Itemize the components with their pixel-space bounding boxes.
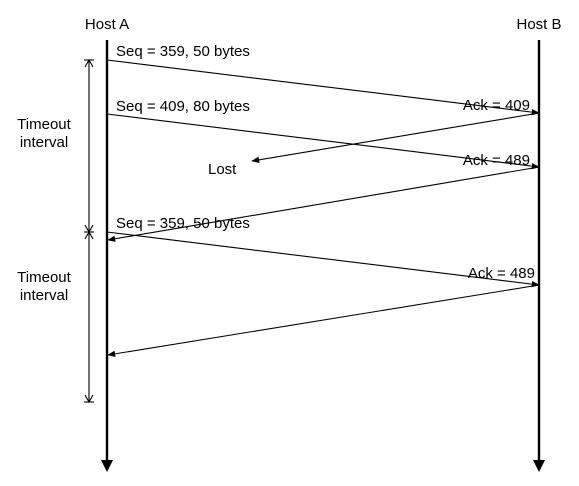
seq-359-label: Seq = 359, 50 bytes <box>116 43 250 60</box>
host-a-timeline-arrowhead <box>101 460 113 472</box>
seq-359-arrow <box>106 59 540 116</box>
timeout-label-2-line1: Timeout <box>17 269 71 286</box>
ack-489-second-label: Ack = 489 <box>468 265 535 282</box>
seq-409-arrow <box>106 113 540 170</box>
ack-409-label: Ack = 409 <box>463 97 530 114</box>
timeout-bracket-1 <box>84 58 94 234</box>
host-a-label: Host A <box>85 16 129 33</box>
seq-359-retransmit-arrow <box>106 231 540 288</box>
ack-489-arrow <box>107 166 540 242</box>
timeout-label-1-line2: interval <box>20 134 68 151</box>
ack-489-label: Ack = 489 <box>463 152 530 169</box>
seq-359-retransmit-label: Seq = 359, 50 bytes <box>116 215 250 232</box>
ack-489-second-arrow <box>107 284 540 358</box>
timeout-bracket-2 <box>84 230 94 404</box>
seq-409-label: Seq = 409, 80 bytes <box>116 98 250 115</box>
host-b-label: Host B <box>516 16 561 33</box>
timeout-label-1-line1: Timeout <box>17 116 71 133</box>
timeout-label-2-line2: interval <box>20 287 68 304</box>
lost-label: Lost <box>208 161 237 178</box>
host-b-timeline-arrowhead <box>533 460 545 472</box>
ack-409-lost-arrow <box>251 112 540 163</box>
